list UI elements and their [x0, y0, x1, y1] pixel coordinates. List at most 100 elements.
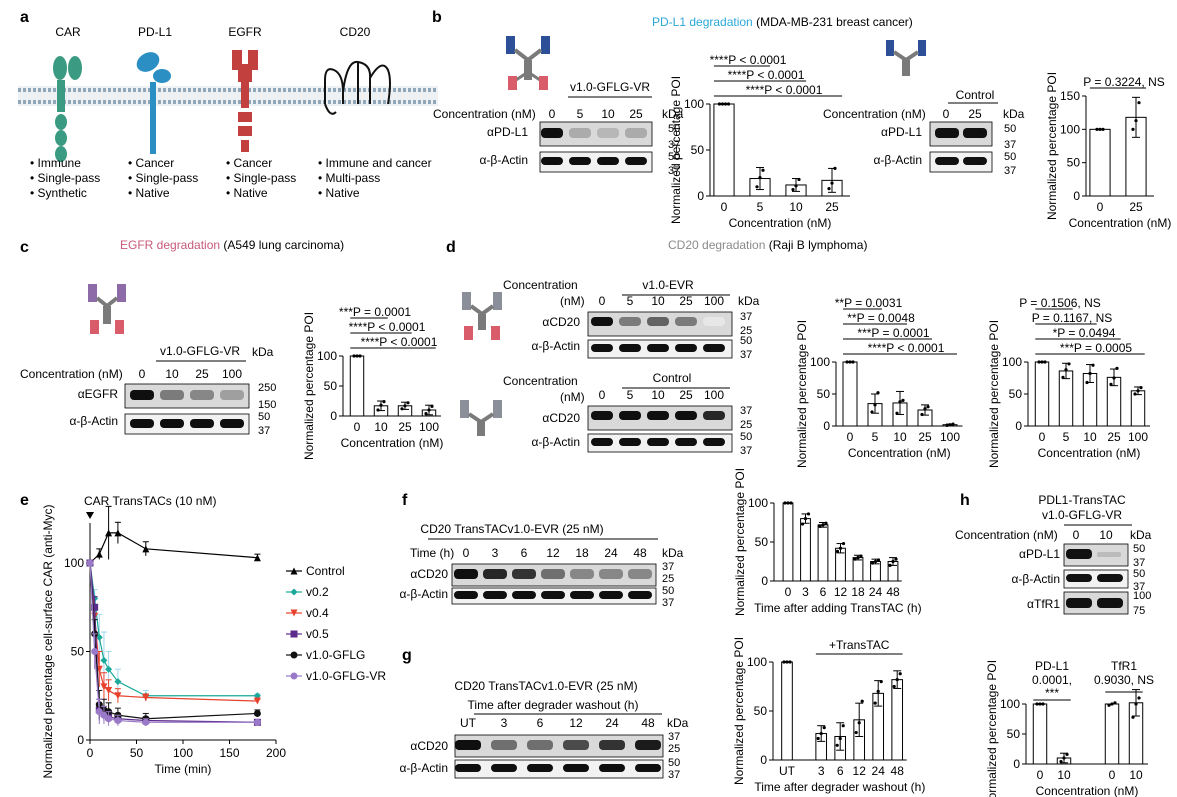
- control-schematic-icon: [886, 40, 926, 76]
- band: [190, 419, 214, 428]
- data-point: [1040, 360, 1044, 364]
- lane-label: UT: [460, 716, 477, 730]
- data-point: [723, 102, 728, 106]
- data-point: [1107, 703, 1111, 707]
- band: [570, 591, 594, 599]
- series-v0.4: [86, 559, 261, 705]
- lane-label: 0: [599, 388, 606, 402]
- data-point: [898, 672, 902, 676]
- blot-d2-bands: [591, 411, 725, 446]
- data-point: [830, 181, 834, 185]
- band: [963, 157, 987, 165]
- significance-label: P = 0.1506, NS: [1019, 296, 1101, 310]
- band: [647, 344, 669, 352]
- band: [703, 317, 725, 326]
- significance-label: *P = 0.0494: [1053, 326, 1116, 340]
- panel-letter-g: g: [402, 647, 412, 664]
- data-point: [833, 166, 837, 170]
- band: [591, 344, 613, 352]
- lane-label: 18: [575, 546, 589, 560]
- x-tick-label: 10: [893, 430, 907, 444]
- data-point: [1043, 360, 1047, 364]
- transtac-cd20-schematic-icon: [462, 292, 502, 340]
- lane-label: 5: [627, 294, 634, 308]
- y-tick-label: 50: [71, 645, 85, 659]
- band: [455, 740, 481, 750]
- data-point: [253, 697, 261, 705]
- marker: 37: [258, 425, 270, 437]
- x-axis-label: Time after adding TransTAC (h): [754, 601, 921, 615]
- blot-d-conc-label1: Concentration: [503, 278, 578, 292]
- data-point: [945, 423, 949, 427]
- y-tick-label: 100: [1060, 122, 1080, 136]
- panel-letter-h: h: [960, 492, 970, 509]
- x-tick-label: 100: [173, 746, 193, 760]
- marker: 37: [740, 445, 752, 457]
- y-tick-label: 150: [1060, 89, 1080, 103]
- lane-label: 12: [569, 716, 583, 730]
- data-point: [290, 672, 298, 680]
- blot-b2-kda: kDa: [1003, 107, 1025, 121]
- lane-label: 3: [501, 716, 508, 730]
- lane-label: 48: [633, 546, 647, 560]
- band: [1097, 552, 1121, 557]
- panel-g: g CD20 TransTACv1.0-EVR (25 nM) Time aft…: [399, 647, 688, 781]
- data-point: [822, 726, 826, 730]
- x-tick-label: 5: [757, 200, 764, 214]
- lane-label: 48: [641, 716, 655, 730]
- x-tick-label: 25: [398, 420, 412, 434]
- bracket-label: +TransTAC: [829, 638, 890, 652]
- x-tick-label: 3: [802, 585, 809, 599]
- x-tick-label: 6: [820, 585, 827, 599]
- y-tick-label: 50: [817, 387, 831, 401]
- data-point: [379, 403, 383, 407]
- data-point: [355, 354, 359, 358]
- data-point: [1113, 701, 1117, 705]
- data-point: [382, 400, 386, 404]
- band: [703, 438, 725, 446]
- x-tick-label: 100: [1128, 430, 1148, 444]
- marker: 250: [258, 382, 276, 394]
- panel-letter-c: c: [20, 239, 29, 256]
- x-axis-label: Time after degrader washout (h): [754, 780, 925, 794]
- data-point: [114, 717, 122, 725]
- data-point: [860, 699, 864, 703]
- data-point: [841, 541, 846, 546]
- data-point: [755, 185, 759, 189]
- data-point: [1038, 702, 1042, 706]
- band: [597, 157, 619, 165]
- y-tick-label: 0: [761, 574, 768, 588]
- prop-car-3: • Synthetic: [30, 186, 87, 200]
- x-tick-label: 0: [1109, 768, 1116, 782]
- bar: [852, 557, 864, 582]
- significance-label: ***P = 0.0005: [1060, 341, 1133, 355]
- data-point: [898, 400, 902, 404]
- data-point: [1131, 127, 1135, 131]
- data-point: [876, 391, 880, 395]
- significance-label: ****P < 0.0001: [349, 320, 426, 334]
- data-point: [920, 412, 924, 417]
- data-point: [816, 736, 820, 741]
- data-point: [114, 678, 122, 686]
- blot-b-bands: [541, 128, 647, 165]
- data-point: [290, 609, 298, 617]
- band: [1066, 549, 1092, 559]
- significance-label: ****P < 0.0001: [868, 341, 945, 355]
- panel-b: b PD-L1 degradation (MDA-MB-231 breast c…: [432, 9, 1025, 177]
- x-tick-label: 10: [1057, 768, 1071, 782]
- band: [220, 419, 244, 428]
- data-point: [253, 554, 261, 562]
- blot-d-markers: 37 25 50 37: [740, 311, 752, 361]
- band: [619, 411, 641, 420]
- data-point: [1134, 119, 1138, 123]
- significance-label: **P = 0.0031: [835, 296, 903, 310]
- marker: 50: [1004, 123, 1016, 135]
- data-point: [895, 678, 899, 682]
- data-point: [403, 404, 407, 408]
- data-point: [100, 656, 108, 664]
- bar: [1089, 128, 1111, 197]
- y-tick-label: 50: [324, 379, 338, 393]
- lane-label: 6: [521, 546, 528, 560]
- band: [935, 157, 959, 165]
